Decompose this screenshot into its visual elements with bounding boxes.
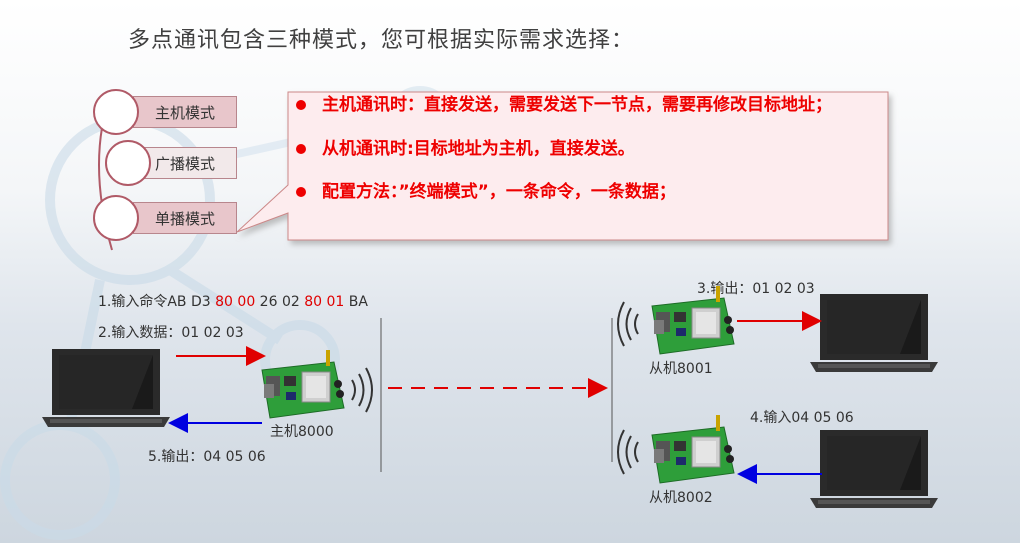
mode-master: 主机模式 [133, 96, 237, 128]
step4-input: 4.输入04 05 06 [750, 410, 854, 426]
mode-master-circle [93, 89, 139, 135]
mode-unicast-circle [93, 195, 139, 241]
signal-waves-slave1 [617, 301, 639, 347]
bullet-item: 主机通讯时：直接发送，需要发送下一节点，需要再修改目标地址； [282, 94, 882, 116]
bullet-list: 主机通讯时：直接发送，需要发送下一节点，需要再修改目标地址； 从机通讯时:目标地… [282, 94, 882, 203]
signal-waves-slave2 [617, 429, 639, 475]
board-master [261, 349, 345, 419]
laptop-slave2 [810, 430, 938, 508]
mode-broadcast-label: 广播模式 [154, 154, 215, 173]
slave2-label: 从机8002 [649, 490, 713, 506]
signal-waves-master [351, 367, 373, 413]
master-label: 主机8000 [270, 424, 334, 440]
bullet-item: 配置方法：”终端模式”，一条命令，一条数据； [282, 181, 882, 203]
step5-output: 5.输出：04 05 06 [148, 449, 266, 465]
board-slave2 [651, 414, 735, 484]
step1-command: 1.输入命令AB D3 80 00 26 02 80 01 BA [98, 294, 368, 310]
mode-unicast-label: 单播模式 [154, 209, 215, 228]
board-slave1 [651, 285, 735, 355]
laptop-master [42, 349, 170, 427]
step3-output: 3.输出：01 02 03 [697, 281, 815, 297]
mode-unicast: 单播模式 [133, 202, 237, 234]
mode-master-label: 主机模式 [154, 103, 215, 122]
slave1-label: 从机8001 [649, 361, 713, 377]
laptop-slave1 [810, 294, 938, 372]
page-title: 多点通讯包含三种模式，您可根据实际需求选择： [128, 28, 635, 53]
bullet-item: 从机通讯时:目标地址为主机，直接发送。 [282, 138, 882, 160]
mode-broadcast-circle [105, 140, 151, 186]
step2-input: 2.输入数据：01 02 03 [98, 325, 244, 341]
